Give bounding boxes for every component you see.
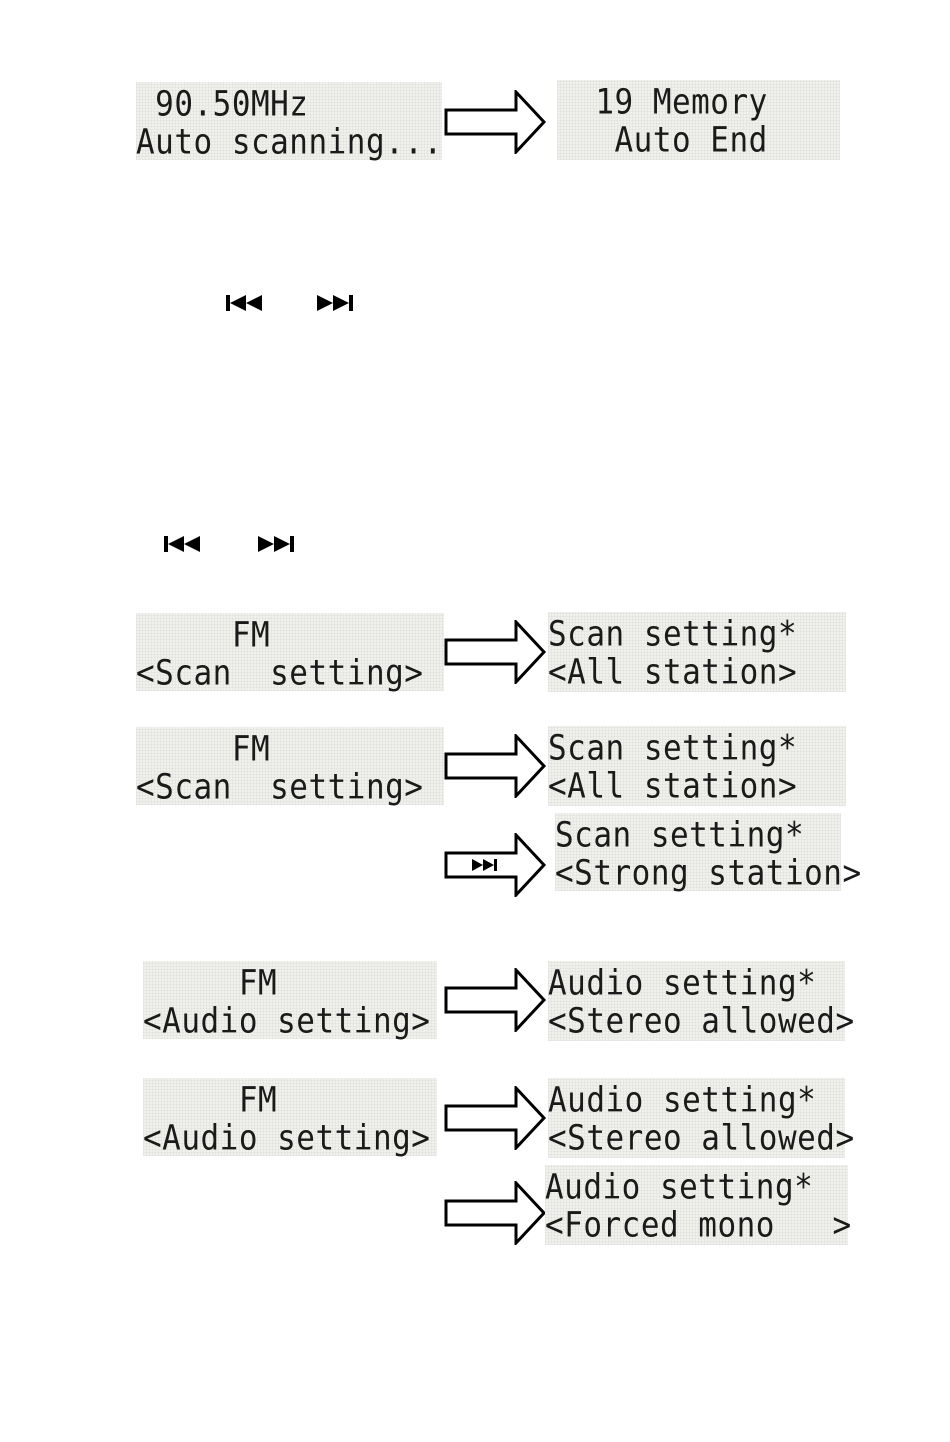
lcd-screen-scan-setting: Scan setting* <All station> bbox=[548, 612, 846, 692]
lcd-line-setting-title: Scan setting* bbox=[548, 614, 798, 655]
lcd-line-menu-item: <Audio setting> bbox=[143, 1001, 431, 1042]
arrow-right-next-icon bbox=[444, 833, 548, 897]
arrow-right-icon bbox=[444, 1181, 548, 1245]
skip-next-icon bbox=[317, 294, 353, 312]
arrow-right-icon bbox=[444, 620, 548, 684]
lcd-line-mode: FM bbox=[136, 615, 271, 656]
lcd-line-setting-title: Audio setting* bbox=[548, 1080, 817, 1121]
lcd-screen-audio-setting-mono: Audio setting* <Forced mono > bbox=[545, 1165, 852, 1246]
lcd-line-mode: FM bbox=[143, 1080, 278, 1121]
skip-next-icon bbox=[258, 535, 294, 553]
lcd-line-memory-count: 19 Memory bbox=[557, 82, 768, 123]
lcd-screen-fm-audio-menu: FM <Audio setting> bbox=[143, 961, 437, 1042]
lcd-screen-audio-setting: Audio setting* <Stereo allowed> bbox=[548, 961, 855, 1042]
lcd-screen-fm-scan-menu: FM <Scan setting> bbox=[136, 727, 444, 808]
lcd-line-setting-value: <Stereo allowed> bbox=[548, 1118, 855, 1159]
lcd-line-auto-end: Auto End bbox=[557, 120, 768, 161]
lcd-screen-fm-audio-menu: FM <Audio setting> bbox=[143, 1078, 437, 1159]
arrow-right-icon bbox=[444, 1086, 548, 1150]
skip-previous-icon bbox=[164, 535, 200, 553]
lcd-line-setting-value: <Stereo allowed> bbox=[548, 1001, 855, 1042]
lcd-line-mode: FM bbox=[143, 963, 278, 1004]
lcd-line-menu-item: <Audio setting> bbox=[143, 1118, 431, 1159]
lcd-line-setting-title: Audio setting* bbox=[545, 1167, 814, 1208]
lcd-line-setting-title: Scan setting* bbox=[555, 815, 805, 856]
lcd-screen-scan-setting: Scan setting* <All station> bbox=[548, 726, 846, 806]
lcd-line-setting-title: Audio setting* bbox=[548, 963, 817, 1004]
lcd-screen-fm-scan-menu: FM <Scan setting> bbox=[136, 613, 444, 694]
lcd-line-setting-value: <All station> bbox=[548, 652, 798, 693]
lcd-screen-memory-result: 19 Memory Auto End bbox=[557, 80, 840, 160]
lcd-line-frequency: 90.50MHz bbox=[136, 84, 309, 125]
lcd-line-menu-item: <Scan setting> bbox=[136, 767, 424, 808]
lcd-screen-scan-setting-strong: Scan setting* <Strong station> bbox=[555, 813, 862, 894]
lcd-line-setting-value: <All station> bbox=[548, 766, 798, 807]
lcd-line-status: Auto scanning... bbox=[136, 122, 443, 163]
lcd-line-setting-value: <Strong station> bbox=[555, 853, 862, 894]
lcd-line-setting-value: <Forced mono > bbox=[545, 1205, 852, 1246]
arrow-right-icon bbox=[444, 90, 548, 154]
skip-previous-icon bbox=[226, 294, 262, 312]
lcd-screen-scanning: 90.50MHz Auto scanning... bbox=[136, 82, 443, 163]
arrow-right-icon bbox=[444, 734, 548, 798]
arrow-right-icon bbox=[444, 968, 548, 1032]
lcd-line-setting-title: Scan setting* bbox=[548, 728, 798, 769]
lcd-line-mode: FM bbox=[136, 729, 271, 770]
lcd-screen-audio-setting: Audio setting* <Stereo allowed> bbox=[548, 1078, 855, 1159]
lcd-line-menu-item: <Scan setting> bbox=[136, 653, 424, 694]
